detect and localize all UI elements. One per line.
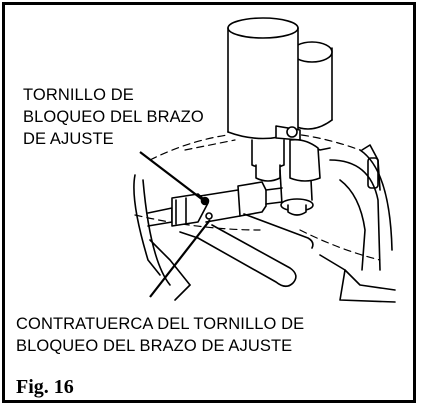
callout-adjustment-arm-lock-screw: TORNILLO DE BLOQUEO DEL BRAZO DE AJUSTE	[23, 84, 223, 150]
housing	[133, 144, 396, 303]
front-cylinder	[227, 17, 331, 182]
callout-lock-screw-jam-nut: CONTRATUERCA DEL TORNILLO DE BLOQUEO DEL…	[16, 313, 396, 357]
leader-lines	[139, 151, 211, 298]
callout-line: DE AJUSTE	[23, 130, 114, 148]
leader-line-screw	[139, 151, 204, 201]
callout-line: BLOQUEO DEL BRAZO	[23, 108, 204, 126]
callout-line: TORNILLO DE	[23, 86, 134, 104]
leader-line-nut	[149, 219, 211, 298]
figure-caption: Fig. 16	[16, 376, 74, 398]
callout-line: CONTRATUERCA DEL TORNILLO DE	[16, 315, 305, 333]
vertical-post	[279, 138, 321, 216]
adjustment-shaft	[147, 181, 283, 227]
adjustment-arm	[179, 213, 314, 288]
callout-line: BLOQUEO DEL BRAZO DE AJUSTE	[16, 337, 293, 355]
hidden-lines	[134, 131, 381, 261]
